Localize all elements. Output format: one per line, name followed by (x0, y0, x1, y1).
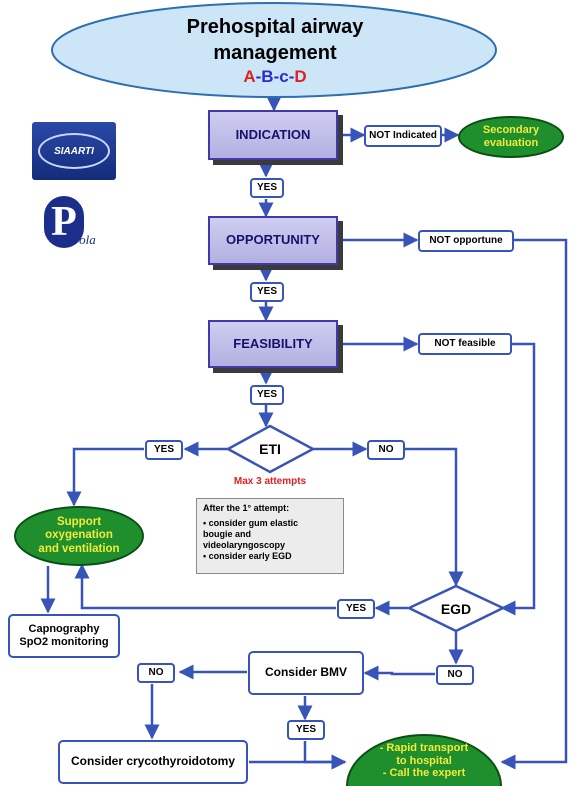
egd-diamond (406, 584, 506, 633)
not-feasible-box: NOT feasible (418, 333, 512, 355)
support-line3: and ventilation (38, 542, 120, 555)
yes-label-bmv: YES (287, 720, 325, 740)
capnography-box: Capnography SpO2 monitoring (8, 614, 120, 658)
siaarti-logo: SIAARTI (32, 122, 116, 180)
hint-line5: • consider early EGD (203, 550, 292, 561)
eti-hint-box: After the 1° attempt: • consider gum ela… (196, 498, 344, 574)
capnography-line1: Capnography (28, 623, 100, 636)
hint-line2: • consider gum elastic (203, 517, 299, 528)
title-line1: Prehospital airway (186, 15, 364, 38)
abcd-c: c (279, 67, 289, 87)
not-opportune-box: NOT opportune (418, 230, 514, 252)
siaarti-logo-text: SIAARTI (38, 133, 110, 169)
eti-attempts-note: Max 3 attempts (233, 476, 307, 488)
yes-label-feasibility: YES (250, 385, 284, 405)
rapid-line2: to hospital (396, 754, 452, 767)
no-label-egd: NO (436, 665, 474, 685)
abcd-dash: - (273, 67, 280, 87)
no-label-eti: NO (367, 440, 405, 460)
hint-line1: After the 1° attempt: (203, 503, 290, 513)
yes-label-opportunity: YES (250, 282, 284, 302)
arrow-yes-support (66, 447, 144, 507)
consider-bmv-box: Consider BMV (248, 651, 364, 695)
egd-label: EGD (440, 600, 472, 617)
feasibility-step: FEASIBILITY (208, 320, 338, 368)
yes-label-egd: YES (337, 599, 375, 619)
eti-label: ETI (259, 440, 281, 457)
abcd-b: B (261, 67, 274, 87)
abcd-dash: - (288, 67, 295, 87)
eti-diamond (225, 424, 316, 474)
parola-logo-text: arola (68, 232, 96, 247)
capnography-line2: SpO2 monitoring (19, 636, 109, 648)
abcd-a: A (243, 67, 256, 87)
no-label-bmv: NO (137, 663, 175, 683)
abcd-label: A-B-c-D (210, 66, 340, 88)
secondary-line1: Secondary (482, 124, 540, 137)
secondary-line2: evaluation (483, 137, 539, 149)
cricothyroidotomy-box: Consider crycothyroidotomy (58, 740, 248, 784)
yes-label-indication: YES (250, 178, 284, 198)
arrow-no-egd (405, 447, 464, 587)
rapid-line3: - Call the expert (382, 767, 466, 780)
support-line2: oxygenation (45, 529, 113, 542)
support-line1: Support (56, 516, 102, 529)
secondary-evaluation-node: Secondary evaluation (458, 116, 564, 158)
arrow-not-feasible-egd (500, 342, 536, 616)
indication-step: INDICATION (208, 110, 338, 160)
abcd-dash: - (255, 67, 262, 87)
parola-logo-letter: P (44, 196, 84, 248)
parola-logo: P arola (44, 196, 104, 262)
arrow-yes-rapid (303, 741, 347, 770)
arrow-not-opportune-rapid (500, 238, 568, 770)
hint-line3: bougie and (203, 528, 251, 539)
title-ellipse (51, 2, 497, 98)
arrow-no-bmv (363, 665, 435, 681)
support-oxygenation-node: Support oxygenation and ventilation (14, 506, 144, 566)
rapid-line1: - Rapid transport (379, 742, 469, 755)
title-line2: management (213, 41, 337, 64)
hint-line4: videolaryngoscopy (203, 539, 286, 550)
opportunity-step: OPPORTUNITY (208, 216, 338, 265)
arrow-yes-support-back (74, 563, 336, 610)
not-indicated-box: NOT Indicated (364, 125, 442, 147)
abcd-d: D (294, 67, 307, 87)
yes-label-eti: YES (145, 440, 183, 460)
